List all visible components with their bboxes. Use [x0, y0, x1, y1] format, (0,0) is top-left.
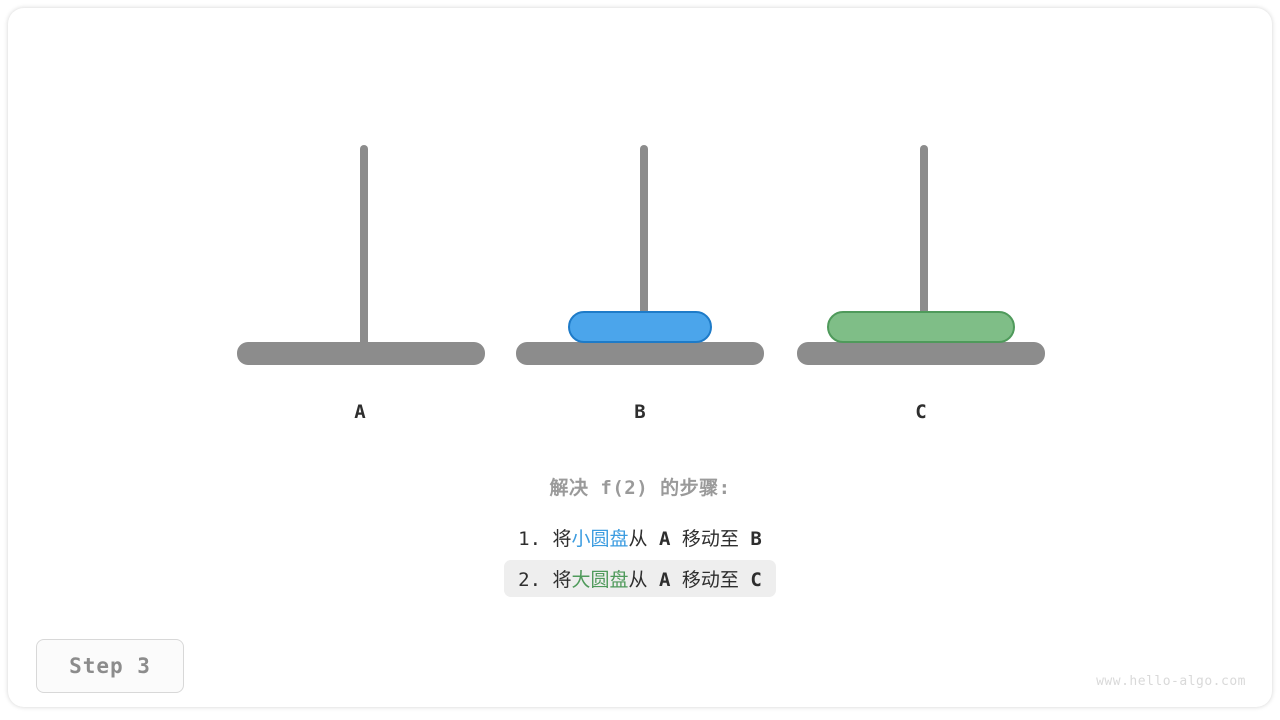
pillar-label-a: A [354, 401, 366, 423]
steps-title: 解决 f(2) 的步骤: [549, 477, 731, 499]
pillar-base-c [797, 342, 1045, 365]
step-2-verb: 将 [552, 569, 572, 591]
steps-panel: 解决 f(2) 的步骤: 1. 将小圆盘从 A 移动至 B 2. 将大圆盘从 A… [8, 473, 1272, 599]
watermark: www.hello-algo.com [1096, 674, 1246, 689]
step-1-verb: 将 [552, 528, 572, 550]
step-1-index: 1. [518, 528, 542, 550]
step-badge: Step 3 [36, 639, 184, 693]
step-row-2: 2. 将大圆盘从 A 移动至 C [504, 560, 776, 597]
pillar-base-b [516, 342, 764, 365]
step-row-1: 1. 将小圆盘从 A 移动至 B [504, 519, 776, 556]
step-1-from-peg: A [659, 528, 671, 550]
step-2-index: 2. [518, 569, 542, 591]
pillar-rod-b [640, 145, 648, 353]
step-2-move-word: 移动至 [681, 569, 739, 591]
step-1-disk: 小圆盘 [571, 528, 629, 550]
step-1-from-word: 从 [628, 528, 648, 550]
step-1-to-peg: B [750, 528, 762, 550]
pillar-base-a [237, 342, 485, 365]
disk-small-on-pillar-b [568, 311, 712, 343]
pillar-rod-a [360, 145, 368, 353]
pillar-label-c: C [915, 401, 927, 423]
step-2-from-peg: A [659, 569, 671, 591]
pillar-rod-c [920, 145, 928, 353]
pillar-label-b: B [634, 401, 646, 423]
step-line-1: 1. 将小圆盘从 A 移动至 B [8, 517, 1272, 558]
disk-large-on-pillar-c [827, 311, 1015, 343]
diagram-frame: A B C 解决 f(2) 的步骤: 1. 将小圆盘从 A 移动至 B 2. 将… [8, 8, 1272, 707]
step-line-2: 2. 将大圆盘从 A 移动至 C [8, 558, 1272, 599]
hanoi-towers: A B C [8, 8, 1272, 707]
step-2-disk: 大圆盘 [571, 569, 629, 591]
step-1-move-word: 移动至 [681, 528, 739, 550]
step-2-from-word: 从 [628, 569, 648, 591]
step-2-to-peg: C [750, 569, 762, 591]
